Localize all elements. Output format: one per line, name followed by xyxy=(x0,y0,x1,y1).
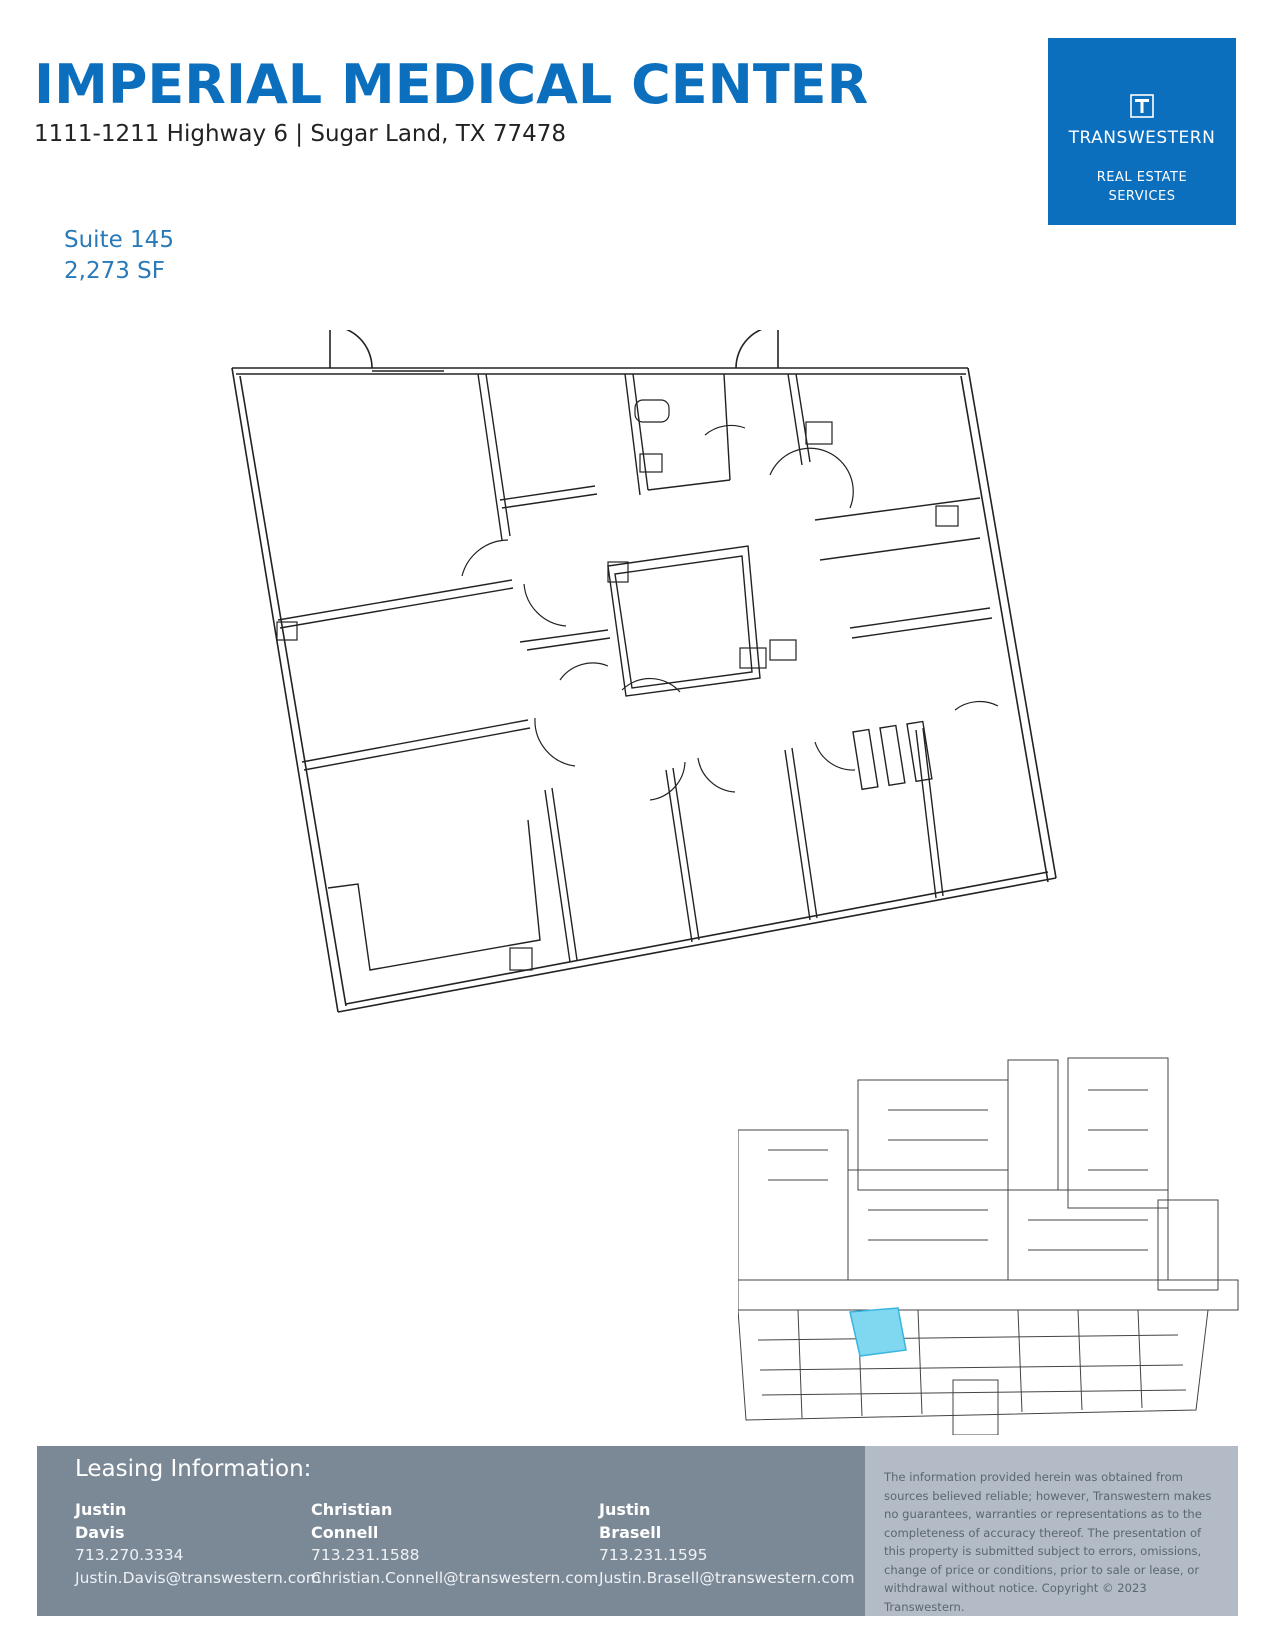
contact-justin-brasell: Justin Brasell 713.231.1595 Justin.Brase… xyxy=(599,1498,855,1590)
contact-justin-davis: Justin Davis 713.270.3334 Justin.Davis@t… xyxy=(75,1498,321,1590)
contact-first-name: Justin xyxy=(599,1500,651,1519)
contact-first-name: Justin xyxy=(75,1500,127,1519)
disclaimer-text: The information provided herein was obta… xyxy=(884,1470,1212,1614)
property-title: IMPERIAL MEDICAL CENTER xyxy=(34,53,869,116)
transwestern-t-icon xyxy=(1130,94,1154,118)
logo-tagline-line1: REAL ESTATE xyxy=(1096,170,1188,185)
contact-phone[interactable]: 713.231.1588 xyxy=(311,1546,420,1564)
contact-last-name: Davis xyxy=(75,1523,125,1542)
contact-last-name: Brasell xyxy=(599,1523,662,1542)
site-plan-buildings xyxy=(738,1057,1239,1435)
floor-plan-fixtures xyxy=(276,399,959,971)
suite-name: Suite 145 xyxy=(64,227,174,253)
property-address: 1111-1211 Highway 6 | Sugar Land, TX 774… xyxy=(34,121,566,147)
contact-phone[interactable]: 713.231.1595 xyxy=(599,1546,708,1564)
contact-last-name: Connell xyxy=(311,1523,379,1542)
logo-name: TRANSWESTERN xyxy=(1068,128,1216,148)
site-plan-map xyxy=(738,1057,1239,1435)
contact-email[interactable]: Justin.Davis@transwestern.com xyxy=(75,1569,321,1587)
transwestern-logo[interactable]: TRANSWESTERN REAL ESTATE SERVICES xyxy=(1048,38,1236,225)
contact-christian-connell: Christian Connell 713.231.1588 Christian… xyxy=(311,1498,598,1590)
contact-email[interactable]: Christian.Connell@transwestern.com xyxy=(311,1569,599,1587)
leasing-title: Leasing Information: xyxy=(75,1456,312,1482)
leasing-information-panel: Leasing Information: Justin Davis 713.27… xyxy=(37,1446,865,1616)
logo-tagline: REAL ESTATE SERVICES xyxy=(1048,168,1236,206)
contact-phone[interactable]: 713.270.3334 xyxy=(75,1546,184,1564)
floor-plan-drawing xyxy=(231,330,1057,1013)
floor-plan-outer-walls xyxy=(231,367,1057,1013)
disclaimer-panel: The information provided herein was obta… xyxy=(865,1446,1238,1616)
floor-plan-entry-doors xyxy=(329,330,779,372)
contact-first-name: Christian xyxy=(311,1500,393,1519)
floor-plan-door-swings xyxy=(461,424,999,801)
suite-145-highlight xyxy=(849,1307,907,1357)
suite-info: Suite 145 2,273 SF xyxy=(64,225,174,287)
floor-plan-interior-walls xyxy=(277,373,993,971)
suite-area: 2,273 SF xyxy=(64,258,165,284)
contact-email[interactable]: Justin.Brasell@transwestern.com xyxy=(599,1569,855,1587)
logo-tagline-line2: SERVICES xyxy=(1108,189,1176,204)
